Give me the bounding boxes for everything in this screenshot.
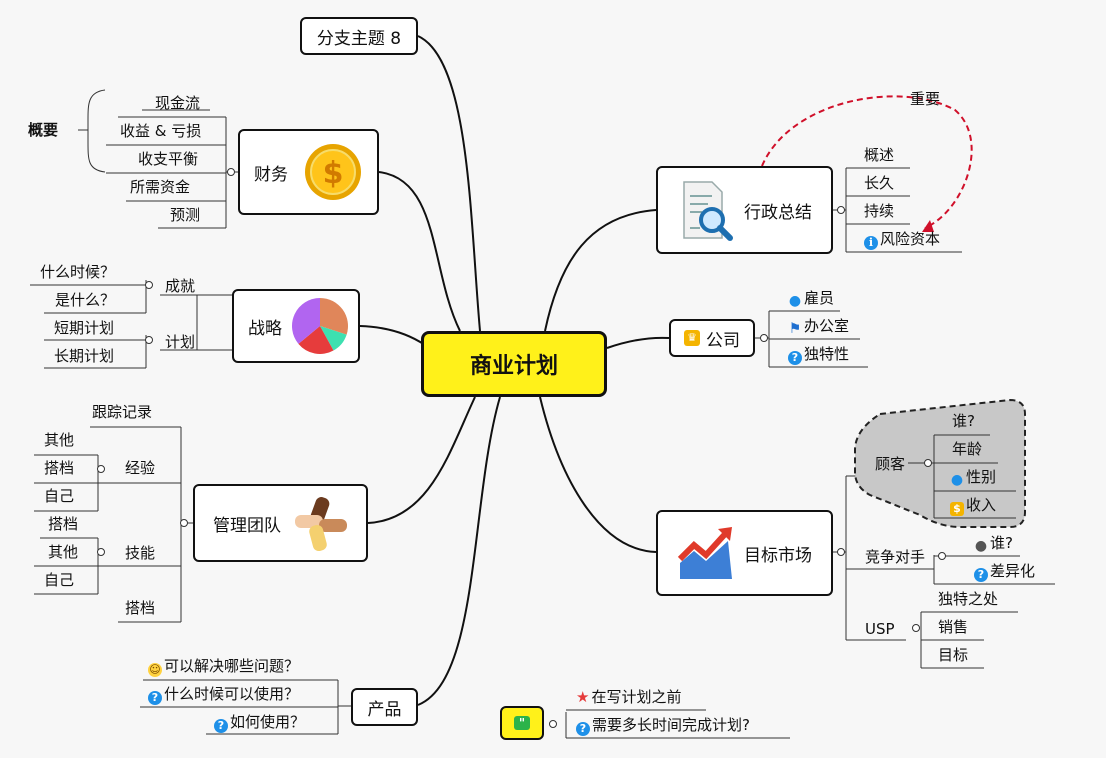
market-item[interactable]: ?差异化 <box>974 562 1035 582</box>
smile-icon: ☺ <box>148 663 162 677</box>
product-item[interactable]: ?什么时候可以使用？ <box>148 685 299 705</box>
company-item[interactable]: ?独特性 <box>788 345 849 365</box>
collapse-toggle[interactable] <box>549 720 557 728</box>
topic-finance[interactable]: 财务 $ <box>238 129 379 215</box>
team-item[interactable]: 搭档 <box>44 459 75 477</box>
person-icon: ● <box>950 472 964 488</box>
quote-icon: " <box>514 716 530 730</box>
question-icon: ? <box>974 568 988 582</box>
finance-item[interactable]: 收支平衡 <box>138 150 199 168</box>
product-item[interactable]: ☺可以解决哪些问题？ <box>148 657 300 677</box>
pie-slice <box>298 326 334 354</box>
question-icon: ? <box>788 351 802 365</box>
team-item[interactable]: 其他 <box>48 543 79 561</box>
finance-item[interactable]: 收益 & 亏损 <box>120 122 202 140</box>
star-icon: ★ <box>576 688 590 706</box>
team-item[interactable]: 跟踪记录 <box>92 403 153 421</box>
trophy-icon: ♛ <box>684 330 700 346</box>
market-item[interactable]: ●性别 <box>950 468 997 488</box>
team-group[interactable]: 技能 <box>125 544 156 562</box>
team-group[interactable]: 经验 <box>125 459 156 477</box>
market-item[interactable]: 销售 <box>938 618 969 636</box>
strategy-item[interactable]: 短期计划 <box>54 319 115 337</box>
central-topic[interactable]: 商业计划 <box>421 331 607 397</box>
strategy-item[interactable]: 是什么？ <box>55 291 116 309</box>
collapse-toggle[interactable] <box>837 548 845 556</box>
summary-label: 概要 <box>28 121 59 139</box>
strategy-group[interactable]: 成就 <box>165 277 196 295</box>
company-item[interactable]: ⚑办公室 <box>788 317 850 337</box>
collapse-toggle[interactable] <box>938 552 946 560</box>
document-search-icon <box>683 181 733 241</box>
relationship-line <box>761 95 973 229</box>
pie-slice <box>320 326 347 351</box>
market-item[interactable]: ●谁? <box>974 534 1013 554</box>
collapse-toggle[interactable] <box>760 334 768 342</box>
team-item[interactable]: 自己 <box>44 571 75 589</box>
flag-icon: ⚑ <box>788 321 802 337</box>
question-icon: ? <box>148 691 162 705</box>
finance-item[interactable]: 预测 <box>170 206 201 224</box>
finance-item[interactable]: 现金流 <box>155 94 201 112</box>
topic-company[interactable]: ♛ 公司 <box>669 319 755 357</box>
collapse-toggle[interactable] <box>924 459 932 467</box>
collapse-toggle[interactable] <box>145 281 153 289</box>
pie-slice <box>320 298 348 335</box>
collapse-toggle[interactable] <box>227 168 235 176</box>
market-group[interactable]: USP <box>865 620 895 638</box>
market-group[interactable]: 竞争对手 <box>865 548 926 566</box>
topic-product[interactable]: 产品 <box>351 688 418 726</box>
relationship-label[interactable]: 重要 <box>910 90 941 108</box>
team-item[interactable]: 搭档 <box>48 515 79 533</box>
topic-target-market[interactable]: 目标市场 <box>656 510 833 596</box>
collapse-toggle[interactable] <box>97 465 105 473</box>
person-icon: ● <box>974 538 988 554</box>
team-item[interactable]: 其他 <box>44 431 75 449</box>
team-hands-icon <box>295 497 347 552</box>
strategy-group[interactable]: 计划 <box>165 333 196 351</box>
market-item[interactable]: $收入 <box>950 496 996 516</box>
topic-team[interactable]: 管理团队 <box>193 484 368 562</box>
growth-chart-icon <box>677 527 732 579</box>
team-item[interactable]: 自己 <box>44 487 75 505</box>
executive-item[interactable]: 持续 <box>864 202 895 220</box>
strategy-item[interactable]: 什么时候？ <box>40 263 116 281</box>
question-icon: ? <box>214 719 228 733</box>
product-item[interactable]: ?如何使用？ <box>214 713 305 733</box>
collapse-toggle[interactable] <box>837 206 845 214</box>
team-item[interactable]: 搭档 <box>125 599 156 617</box>
strategy-item[interactable]: 长期计划 <box>54 347 115 365</box>
collapse-toggle[interactable] <box>97 548 105 556</box>
collapse-toggle[interactable] <box>912 624 920 632</box>
executive-item[interactable]: 概述 <box>864 146 895 164</box>
market-item[interactable]: 目标 <box>938 646 969 664</box>
collapse-toggle[interactable] <box>145 336 153 344</box>
dollar-coin-icon: $ <box>305 144 361 200</box>
executive-item[interactable]: 长久 <box>864 174 895 192</box>
note-item[interactable]: ?需要多长时间完成计划? <box>576 716 750 736</box>
pie-chart <box>292 298 348 354</box>
question-icon: ? <box>576 722 590 736</box>
topic-executive-summary[interactable]: 行政总结 <box>656 166 833 254</box>
info-icon: i <box>864 236 878 250</box>
market-item[interactable]: 谁? <box>952 412 975 430</box>
topic-strategy[interactable]: 战略 <box>232 289 360 363</box>
dollar-icon: $ <box>950 502 964 516</box>
floating-topic[interactable]: 分支主题 8 <box>300 17 418 55</box>
note-item[interactable]: ★在写计划之前 <box>576 688 682 706</box>
finance-item[interactable]: 所需资金 <box>130 178 191 196</box>
market-group[interactable]: 顾客 <box>875 455 906 473</box>
svg-text:$: $ <box>323 156 344 191</box>
collapse-toggle[interactable] <box>180 519 188 527</box>
pie-slice <box>292 298 320 344</box>
market-item[interactable]: 年龄 <box>952 440 983 458</box>
note-box[interactable]: " <box>500 706 544 740</box>
company-item[interactable]: ●雇员 <box>788 289 835 309</box>
person-icon: ● <box>788 293 802 309</box>
market-item[interactable]: 独特之处 <box>938 590 999 608</box>
